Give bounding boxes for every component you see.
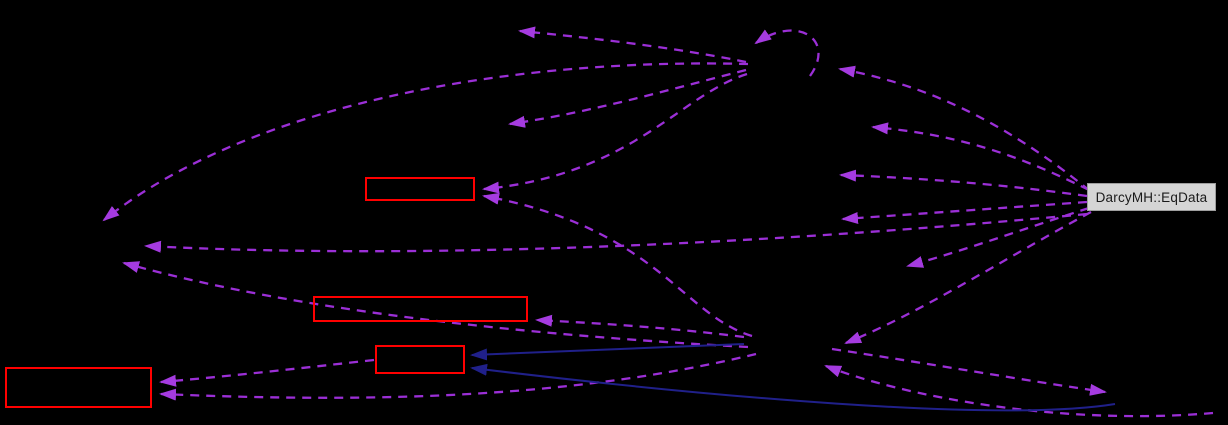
edge-top-node-to-midleft-node <box>508 68 747 128</box>
class-node-red-1[interactable] <box>365 177 475 201</box>
edge-bottom-node-to-left-node <box>122 261 749 349</box>
class-node-red-3[interactable] <box>375 345 465 374</box>
edge-eqdata-to-mid-node-2 <box>839 169 1088 198</box>
edge-eqdata-to-mid-node-3 <box>841 200 1088 224</box>
class-node-red-2[interactable] <box>313 296 528 322</box>
edge-bottom-node-to-lowright <box>831 347 1107 396</box>
edge-layer <box>102 26 1214 418</box>
edge-lowright-to-bottom-node <box>824 364 1214 418</box>
edge-bottom-node-to-red4 <box>159 352 757 401</box>
edge-top-node-to-topleft-node <box>518 26 747 64</box>
edge-bottom-node-to-red1 <box>482 192 753 338</box>
edge-eqdata-to-left-node <box>144 212 1088 253</box>
edge-eqdata-to-mid-node-4 <box>906 206 1090 268</box>
edge-eqdata-to-top-node <box>838 65 1091 192</box>
edge-bottom-node-to-red2 <box>535 314 745 339</box>
main-class-node-label: DarcyMH::EqData <box>1095 189 1208 205</box>
edge-eqdata-to-bottom-node <box>844 210 1092 345</box>
main-class-node-darcymh-eqdata[interactable]: DarcyMH::EqData <box>1087 183 1216 211</box>
edge-eqdata-to-mid-node-1 <box>871 122 1090 192</box>
class-node-red-4[interactable] <box>5 367 152 408</box>
edge-bottom-node-to-red3 <box>470 343 745 361</box>
edge-top-node-to-left-node <box>102 62 749 222</box>
edge-top-node-to-red1 <box>482 72 748 194</box>
edge-self-loop-top <box>754 29 820 77</box>
edge-red3-to-red4 <box>159 358 375 387</box>
edge-lowright-to-red3 <box>470 363 1116 412</box>
